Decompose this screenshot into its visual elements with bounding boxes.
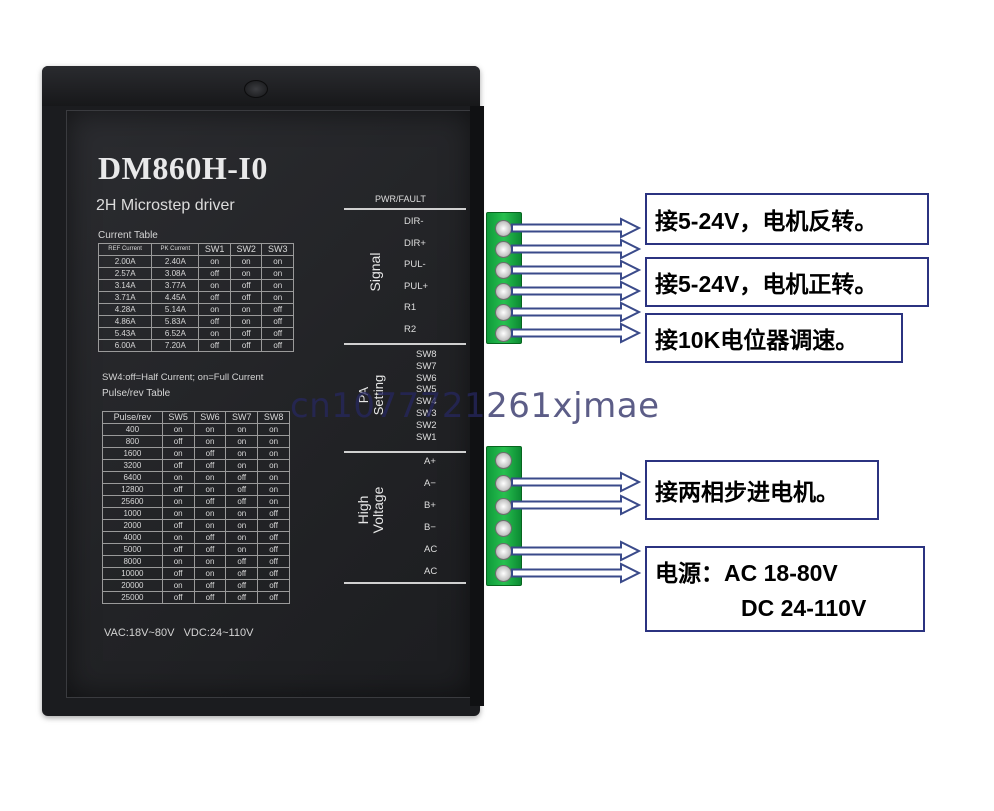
current-table-title: Current Table: [98, 230, 158, 241]
hv-pin-label: A−: [424, 478, 436, 489]
callout-dir: 接5-24V，电机反转。: [645, 193, 929, 245]
watermark: cn1077721261xjmae: [290, 386, 660, 426]
callout-arrow: [511, 301, 642, 323]
signal-pin-label: PUL-: [404, 259, 426, 271]
divider-bottom: [344, 582, 466, 584]
pwr-fault-label: PWR/FAULT: [375, 194, 426, 204]
callout-pul: 接5-24V，电机正转。: [645, 257, 929, 307]
signal-pin-label: DIR+: [404, 237, 426, 249]
signal-pin-label: PUL+: [404, 280, 429, 292]
callout-arrow: [511, 494, 642, 516]
table-cell: off: [161, 591, 195, 604]
dip-switch-label: SW4: [416, 396, 437, 408]
pulse-table-title: Pulse/rev Table: [102, 388, 171, 399]
terminal-screw: [495, 452, 512, 469]
table-cell: on: [257, 447, 290, 460]
dip-switch-label: SW6: [416, 372, 437, 384]
hv-pin-label: B−: [424, 522, 436, 533]
callout-power: 电源：AC 18-80V DC 24-110V: [645, 546, 925, 632]
table-cell: 25000: [102, 591, 163, 604]
dip-switch-label: SW3: [416, 408, 437, 419]
hv-pin-label: AC: [424, 544, 438, 555]
signal-pin-label: R1: [404, 302, 417, 314]
device-subtitle: 2H Microstep driver: [96, 197, 235, 214]
table-cell: 10000: [102, 567, 163, 580]
table-cell: on: [261, 267, 294, 280]
voltage-note: VAC:18V~80V VDC:24~110V: [104, 627, 254, 639]
callout-arrow: [511, 238, 642, 260]
table-cell: 3.77A: [151, 279, 200, 292]
callout-arrow: [511, 259, 642, 281]
divider-pa: [344, 451, 466, 453]
callout-arrow: [511, 322, 642, 344]
callout-arrow: [511, 540, 642, 562]
table-cell: off: [257, 579, 290, 592]
callout-arrow: [511, 562, 642, 584]
motor-power-terminal-block: [486, 446, 522, 586]
sw4-note: SW4:off=Half Current; on=Full Current: [102, 372, 264, 383]
terminal-side-strip: [470, 106, 484, 706]
callout-arrow: [511, 471, 642, 493]
callout-motor: 接两相步进电机。: [645, 460, 879, 520]
hv-pin-label: AC: [424, 566, 438, 577]
divider-top: [344, 208, 466, 210]
table-cell: 6.00A: [97, 339, 153, 352]
signal-pin-label: DIR-: [404, 216, 424, 227]
power-line-ac: 电源：AC 18-80V: [655, 560, 838, 586]
dip-switch-label: SW5: [416, 384, 437, 396]
dip-switch-label: SW1: [416, 431, 437, 443]
divider-signal: [344, 343, 466, 345]
callout-arrow: [511, 280, 642, 302]
terminal-screw: [495, 520, 512, 537]
callout-pot: 接10K电位器调速。: [645, 313, 903, 363]
table-header: SW3: [261, 243, 294, 256]
dip-switch-label: SW2: [416, 419, 437, 431]
dip-switch-label: SW8: [416, 349, 437, 360]
hv-pin-label: B+: [424, 500, 436, 511]
dip-switch-label: SW7: [416, 360, 437, 372]
signal-pin-label: R2: [404, 324, 417, 335]
model-name: DM860H-I0: [98, 150, 268, 186]
mounting-screw: [244, 80, 268, 98]
table-cell: off: [257, 591, 290, 604]
hv-pin-label: A+: [424, 456, 436, 467]
callout-arrow: [511, 217, 642, 239]
table-cell: 7.20A: [151, 339, 200, 352]
table-cell: off: [261, 339, 294, 352]
power-line-dc: DC 24-110V: [741, 595, 867, 621]
